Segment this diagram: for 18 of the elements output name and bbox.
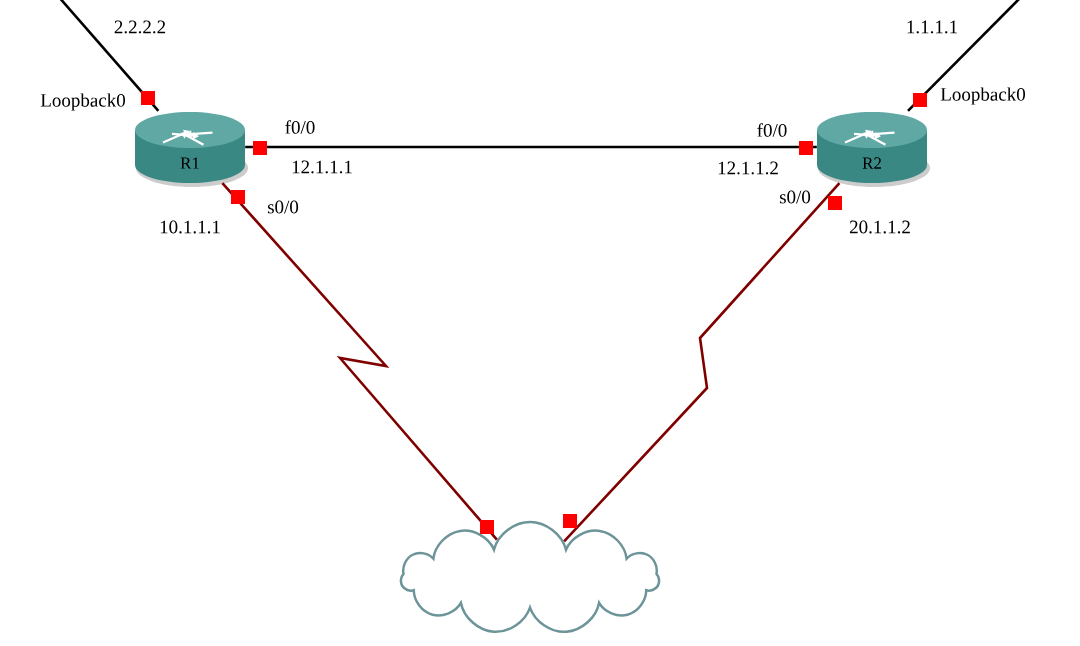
interface-label: 12.1.1.1 [292, 160, 352, 174]
interface-label: Loopback0 [940, 87, 1025, 105]
ethernet-link [57, 0, 160, 112]
serial-link [221, 182, 498, 541]
interface-label: s0/0 [779, 190, 811, 204]
interface-label: 12.1.1.2 [718, 161, 778, 175]
interface-label: 10.1.1.1 [160, 220, 220, 234]
interface-label: 1.1.1.1 [907, 20, 957, 34]
ethernet-link [245, 145, 817, 149]
cloud [399, 520, 661, 633]
router: R1 [135, 112, 248, 187]
interface-label: 20.1.1.2 [849, 220, 910, 234]
interface-label: f0/0 [285, 120, 315, 134]
interface-label: s0/0 [267, 200, 299, 214]
interface-label: Loopback0 [40, 93, 125, 111]
interface-label: 2.2.2.2 [114, 20, 166, 34]
interface-label: f0/0 [757, 123, 787, 137]
router: R2 [817, 112, 930, 187]
